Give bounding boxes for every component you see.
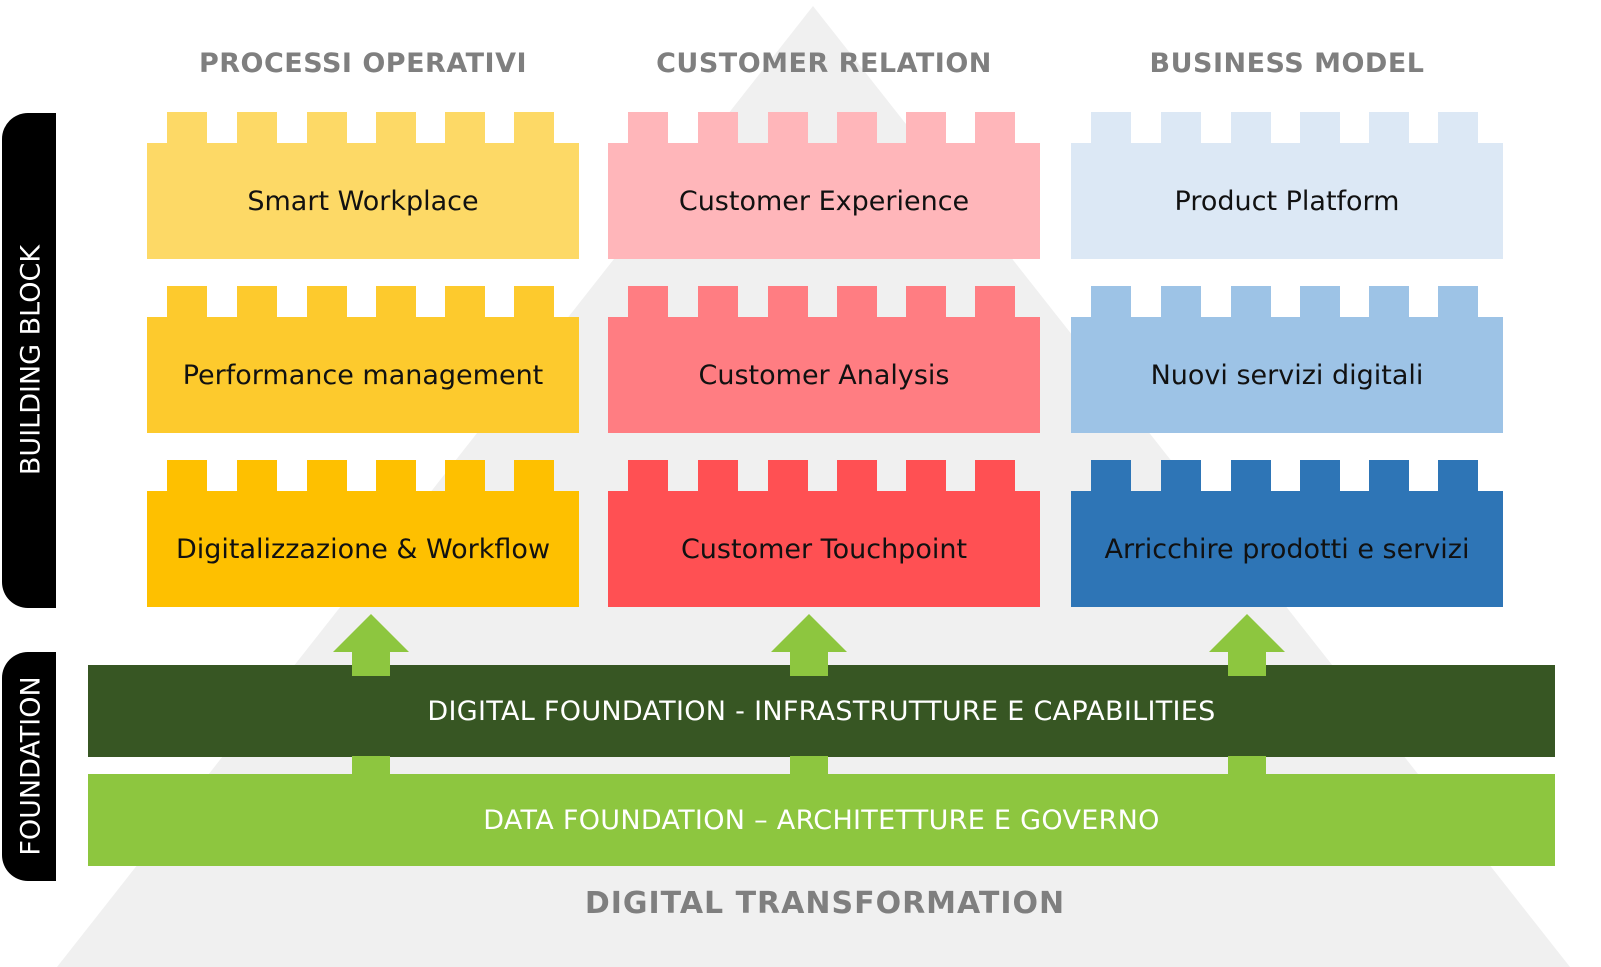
block-stud	[1161, 286, 1201, 318]
building-block: Smart Workplace	[147, 112, 579, 259]
block-stud	[1300, 460, 1340, 492]
block-stud	[1231, 460, 1271, 492]
building-block: Performance management	[147, 286, 579, 433]
block-stud	[1438, 460, 1478, 492]
block-stud	[628, 286, 668, 318]
digital-foundation-bar: DIGITAL FOUNDATION - INFRASTRUTTURE E CA…	[88, 665, 1555, 757]
block-stud	[514, 112, 554, 144]
block-stud	[768, 112, 808, 144]
block-label: Customer Experience	[608, 143, 1040, 259]
digital-transformation-title: DIGITAL TRANSFORMATION	[584, 886, 1066, 921]
block-label: Customer Touchpoint	[608, 491, 1040, 607]
building-block: Customer Touchpoint	[608, 460, 1040, 607]
block-label: Nuovi servizi digitali	[1071, 317, 1503, 433]
block-stud	[698, 286, 738, 318]
block-stud	[906, 460, 946, 492]
block-stud	[307, 460, 347, 492]
block-stud	[167, 286, 207, 318]
block-stud	[698, 460, 738, 492]
block-stud	[837, 460, 877, 492]
up-arrow-icon	[771, 614, 847, 676]
arrow-stem	[1228, 756, 1266, 776]
block-stud	[376, 112, 416, 144]
block-label: Product Platform	[1071, 143, 1503, 259]
column-header-business: BUSINESS MODEL	[1149, 48, 1425, 79]
block-stud	[628, 460, 668, 492]
block-stud	[1438, 112, 1478, 144]
block-stud	[167, 460, 207, 492]
block-label: Arricchire prodotti e servizi	[1071, 491, 1503, 607]
digital-foundation-label: DIGITAL FOUNDATION - INFRASTRUTTURE E CA…	[427, 695, 1216, 727]
block-stud	[768, 286, 808, 318]
block-stud	[1369, 286, 1409, 318]
block-stud	[1231, 286, 1271, 318]
up-arrow-icon	[1209, 614, 1285, 676]
column-header-customer: CUSTOMER RELATION	[656, 48, 992, 79]
arrow-stem	[790, 756, 828, 776]
block-stud	[237, 112, 277, 144]
block-stud	[975, 460, 1015, 492]
building-block: Nuovi servizi digitali	[1071, 286, 1503, 433]
building-block: Digitalizzazione & Workflow	[147, 460, 579, 607]
block-stud	[1091, 460, 1131, 492]
block-stud	[906, 112, 946, 144]
block-stud	[906, 286, 946, 318]
block-stud	[1300, 112, 1340, 144]
building-block-tab	[2, 113, 56, 608]
block-stud	[1369, 112, 1409, 144]
block-stud	[1438, 286, 1478, 318]
block-stud	[376, 286, 416, 318]
foundation-tab	[2, 652, 56, 881]
building-block: Customer Analysis	[608, 286, 1040, 433]
block-label: Digitalizzazione & Workflow	[147, 491, 579, 607]
data-foundation-bar: DATA FOUNDATION – ARCHITETTURE E GOVERNO	[88, 774, 1555, 866]
block-stud	[1091, 286, 1131, 318]
block-stud	[237, 460, 277, 492]
block-stud	[307, 286, 347, 318]
data-foundation-label: DATA FOUNDATION – ARCHITETTURE E GOVERNO	[483, 804, 1160, 836]
block-stud	[445, 112, 485, 144]
building-block: Customer Experience	[608, 112, 1040, 259]
foundation-label: FOUNDATION	[15, 676, 47, 856]
block-stud	[1231, 112, 1271, 144]
block-stud	[167, 112, 207, 144]
block-stud	[837, 112, 877, 144]
block-stud	[514, 286, 554, 318]
block-stud	[445, 286, 485, 318]
block-stud	[307, 112, 347, 144]
arrow-stem	[352, 756, 390, 776]
block-stud	[445, 460, 485, 492]
building-block: Arricchire prodotti e servizi	[1071, 460, 1503, 607]
block-stud	[768, 460, 808, 492]
block-stud	[837, 286, 877, 318]
column-header-processi: PROCESSI OPERATIVI	[198, 48, 528, 79]
block-stud	[1300, 286, 1340, 318]
block-stud	[628, 112, 668, 144]
block-label: Smart Workplace	[147, 143, 579, 259]
block-label: Performance management	[147, 317, 579, 433]
block-stud	[1369, 460, 1409, 492]
block-stud	[376, 460, 416, 492]
block-stud	[1161, 460, 1201, 492]
up-arrow-icon	[333, 614, 409, 676]
block-label: Customer Analysis	[608, 317, 1040, 433]
block-stud	[237, 286, 277, 318]
block-stud	[975, 286, 1015, 318]
block-stud	[514, 460, 554, 492]
block-stud	[975, 112, 1015, 144]
building-block-label: BUILDING BLOCK	[15, 244, 47, 476]
block-stud	[1161, 112, 1201, 144]
building-block: Product Platform	[1071, 112, 1503, 259]
block-stud	[1091, 112, 1131, 144]
block-stud	[698, 112, 738, 144]
